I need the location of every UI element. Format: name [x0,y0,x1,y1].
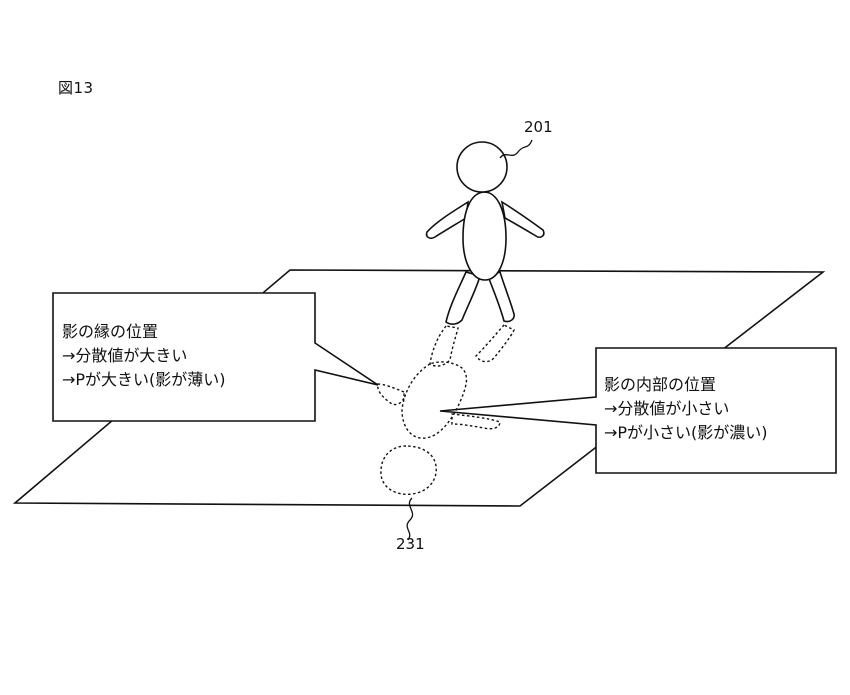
shadow-outline [377,324,515,495]
callout-inner-line1: 影の内部の位置 [604,375,717,394]
floor-plane [12,269,826,507]
shadow-left-arm [377,383,405,406]
shadow-head [380,445,437,495]
person-left-arm [425,200,470,239]
person-left-leg [445,271,481,325]
person-figure [425,141,545,325]
reference-201: 201 [524,118,553,136]
callout-inner-text: 影の内部の位置 →分散値が小さい →Pが小さい(影が濃い) [604,373,768,445]
shadow-right-arm [451,413,501,430]
callout-edge-line1: 影の縁の位置 [62,322,159,341]
leader-line-231 [406,497,414,541]
reference-231: 231 [396,535,425,553]
callout-inner-line3: →Pが小さい(影が濃い) [604,423,768,442]
person-body [462,191,507,281]
callout-inner-box [439,347,837,474]
callout-inner-line2: →分散値が小さい [604,399,730,418]
figure-label: 図13 [58,79,94,97]
person-right-leg [486,270,515,323]
shadow-body [401,361,468,439]
callout-edge-line2: →分散値が大きい [62,346,188,365]
leader-line-201 [499,139,533,159]
callout-edge-box [52,292,379,422]
callout-edge-line3: →Pが大きい(影が薄い) [62,370,226,389]
person-head [456,141,508,193]
person-right-arm [500,200,545,238]
callout-edge-text: 影の縁の位置 →分散値が大きい →Pが大きい(影が薄い) [62,320,226,392]
shadow-right-leg [475,324,515,363]
shadow-left-leg [429,325,459,367]
